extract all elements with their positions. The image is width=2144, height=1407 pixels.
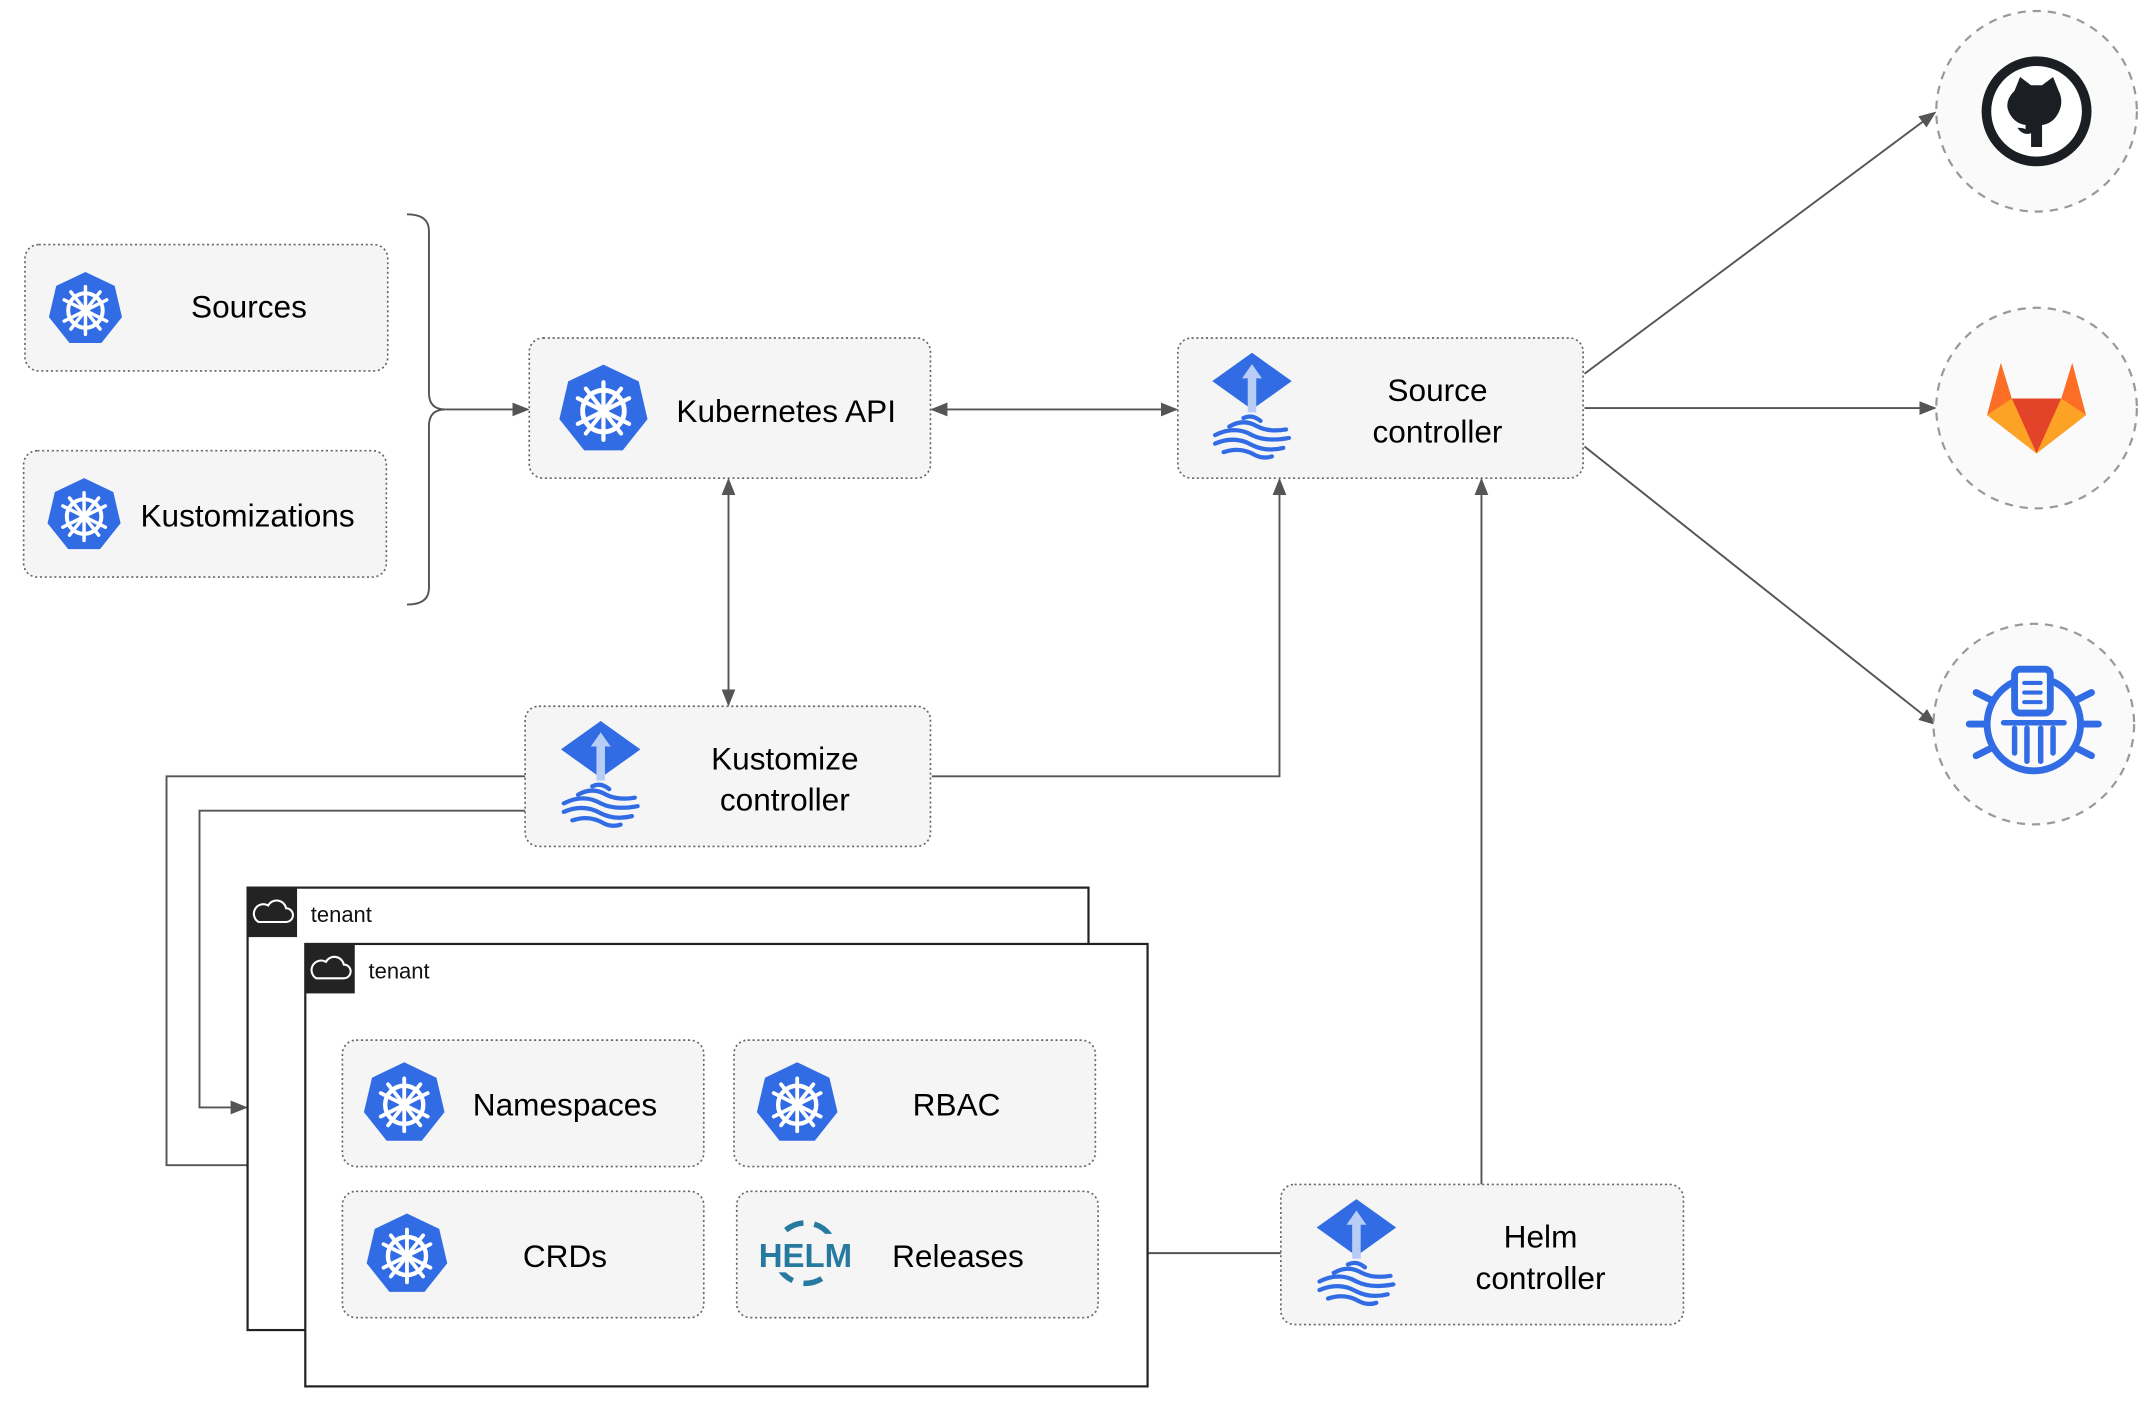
helm-controller-label-1: Helm: [1504, 1219, 1578, 1255]
bucket-icon: [1965, 665, 2102, 775]
kustomize-controller-label-2: controller: [720, 782, 850, 818]
releases-label: Releases: [892, 1238, 1024, 1274]
namespaces-label: Namespaces: [473, 1087, 657, 1123]
source-controller-label-1: Source: [1387, 372, 1487, 408]
grouping-brace: [406, 213, 446, 606]
edge-source-github: [1583, 111, 1937, 375]
gitlab-icon: [1987, 362, 2087, 454]
helm-controller-node[interactable]: Helm controller: [1280, 1183, 1685, 1326]
helm-logo-text: HELM: [759, 1237, 852, 1274]
cloud-icon: [252, 899, 294, 924]
kustomize-controller-node[interactable]: Kustomize controller: [524, 705, 932, 848]
cloud-icon: [310, 955, 352, 980]
github-source[interactable]: [1935, 9, 2138, 213]
github-icon: [1981, 56, 2092, 167]
tenant-label: tenant: [311, 902, 372, 927]
sources-node[interactable]: Sources: [24, 243, 389, 372]
edge-kustomize-tenant-back: [198, 809, 526, 1115]
crds-node[interactable]: CRDs: [341, 1190, 705, 1319]
gitlab-source[interactable]: [1935, 306, 2138, 510]
helm-icon: HELM: [755, 1220, 855, 1287]
rbac-node[interactable]: RBAC: [733, 1039, 1097, 1168]
namespaces-node[interactable]: Namespaces: [341, 1039, 705, 1168]
kubernetes-api-label: Kubernetes API: [676, 393, 896, 429]
edges: [165, 111, 1937, 1261]
sources-label: Sources: [191, 288, 307, 324]
rbac-label: RBAC: [913, 1087, 1001, 1123]
crds-label: CRDs: [523, 1238, 607, 1274]
helm-controller-label-2: controller: [1476, 1260, 1606, 1296]
edge-source-bucket: [1583, 445, 1937, 726]
source-controller-label-2: controller: [1373, 413, 1503, 449]
source-controller-node[interactable]: Source controller: [1176, 337, 1584, 479]
edge-kustomize-tenant-front: [165, 775, 526, 1173]
bucket-source[interactable]: [1932, 622, 2136, 826]
releases-node[interactable]: HELM Releases: [735, 1190, 1099, 1319]
tenant-label: tenant: [369, 958, 430, 983]
kustomizations-label: Kustomizations: [140, 497, 354, 533]
edge-kustomize-source: [931, 477, 1287, 778]
kubernetes-api-node[interactable]: Kubernetes API: [528, 337, 932, 479]
tenant-front[interactable]: tenant Namespaces RBAC CRDs HELM Release…: [304, 942, 1149, 1388]
kustomize-controller-label-1: Kustomize: [711, 740, 858, 776]
kustomizations-node[interactable]: Kustomizations: [22, 449, 388, 578]
